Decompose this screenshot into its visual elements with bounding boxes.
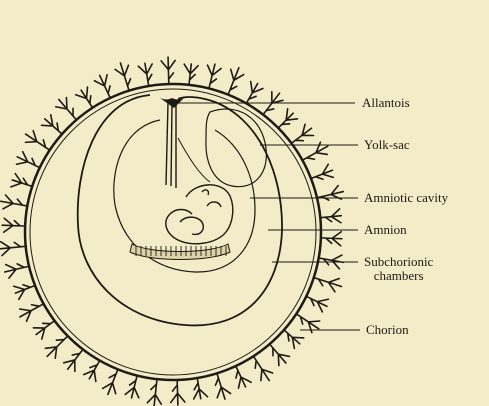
villus: [14, 285, 36, 299]
villus: [269, 343, 290, 365]
villus: [291, 124, 314, 144]
villus: [305, 296, 328, 312]
villus: [283, 329, 303, 348]
villus: [263, 92, 283, 116]
villus: [125, 375, 139, 398]
villus: [0, 242, 27, 256]
chorion-outer-wall: [25, 84, 321, 380]
villus: [115, 63, 130, 92]
villus: [94, 75, 110, 99]
villus: [278, 109, 298, 129]
villus: [5, 264, 30, 278]
villus: [194, 377, 208, 399]
villus: [20, 303, 45, 321]
villus: [45, 335, 68, 358]
villus: [56, 98, 77, 121]
villus: [215, 372, 230, 399]
villus: [41, 115, 62, 135]
villus: [310, 164, 333, 179]
villus: [64, 349, 84, 372]
villus: [17, 152, 41, 168]
villus: [313, 277, 342, 292]
villus: [1, 195, 29, 209]
villus: [320, 232, 342, 246]
villus: [76, 87, 93, 109]
villus: [138, 63, 152, 87]
villus: [2, 218, 26, 232]
villus: [171, 379, 185, 405]
label-subchorionic-line1: Subchorionic: [364, 255, 433, 269]
label-amnion: Amnion: [364, 223, 407, 237]
villus: [235, 365, 251, 388]
villus: [25, 131, 50, 151]
villus: [253, 355, 273, 380]
villus: [84, 360, 101, 382]
villus: [33, 320, 55, 339]
villus: [147, 378, 161, 406]
label-subchorionic-line2: chambers: [364, 269, 433, 283]
label-chorion: Chorion: [366, 323, 409, 337]
label-subchorionic-chambers: Subchorionic chambers: [364, 255, 433, 283]
villus: [11, 174, 33, 187]
villus: [207, 64, 221, 89]
label-allantois: Allantois: [362, 96, 410, 110]
villus: [246, 82, 263, 105]
label-amniotic-cavity: Amniotic cavity: [364, 191, 448, 205]
villus: [319, 209, 341, 223]
villus: [228, 68, 244, 96]
villus: [103, 368, 119, 394]
villus: [161, 57, 175, 85]
label-yolk-sac: Yolk-sac: [364, 138, 410, 152]
villus: [184, 64, 198, 86]
